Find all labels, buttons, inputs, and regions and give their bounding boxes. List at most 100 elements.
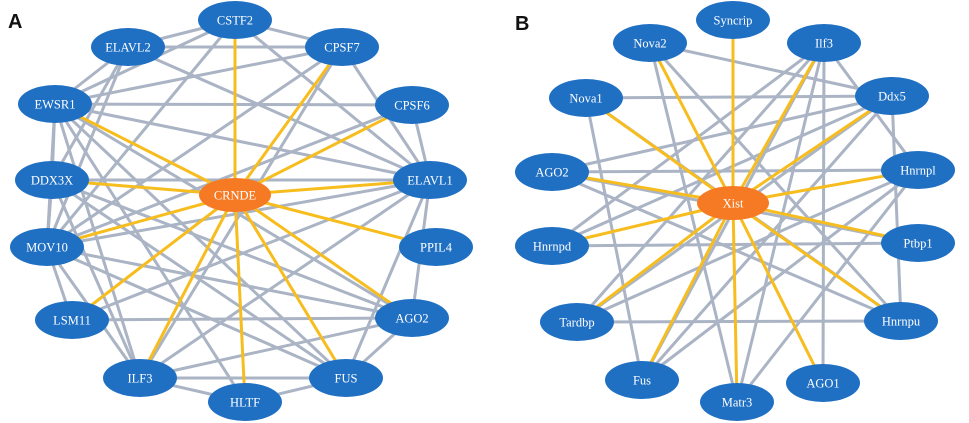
edge-ewsr1-ilf3 [53,103,142,379]
edge-ago2-hnrnpu [551,170,902,323]
node-label: Hnrnpd [533,240,572,254]
edge-elavl1-lsm11 [71,178,431,322]
hub-edge-ddx5 [732,94,893,205]
hub-shape [697,186,769,220]
edge-ewsr1-elavl1 [54,102,431,182]
hub-label: Xist [723,197,744,211]
node-shape [399,228,473,266]
hub-edge-fus [640,202,735,381]
hub-edge-nova1 [585,96,734,205]
node-elavl2: ELAVL2 [91,28,165,66]
node-fus: FUS [309,359,383,397]
node-label: HLTF [230,396,260,410]
node-shape [35,301,109,339]
panel-letter: B [515,13,529,35]
edge-ddx3x-fus [51,178,347,380]
node-shape [613,24,687,62]
edge-ilf3-tardbp [575,42,826,323]
node-label: Ptbp1 [903,237,932,251]
node-label: Matr3 [722,396,753,410]
edge-ddx5-ago2 [551,94,893,174]
hub-edge-ago1 [731,202,825,384]
edge-hnrnpl-matr3 [735,169,920,403]
hub-shape [199,178,271,212]
node-ewsr1: EWSR1 [18,85,92,123]
node-label: CSTF2 [217,14,253,28]
node-cstf2: CSTF2 [198,1,272,39]
panel-b-network: B SyncripIlf3Ddx5HnrnplPtbp1HnrnpuAGO1Ma… [515,1,955,421]
node-label: MOV10 [26,241,68,255]
edge-elavl1-fus [344,179,432,379]
edge-nova2-hnrnpu [648,41,903,323]
edge-ilf3-hnrnpd [551,41,825,248]
node-label: AGO2 [535,166,568,180]
edge-ddx5-nova1 [585,94,893,100]
edge-hnrnpl-fus [641,168,919,382]
node-syncrip: Syncrip [696,1,770,39]
node-ddx5: Ddx5 [855,77,929,115]
hub-edge-ago2 [234,193,413,320]
hub-edge-nova2 [648,42,735,204]
node-shape [10,228,84,266]
node-cpsf6: CPSF6 [375,86,449,124]
hub-edge-ilf3 [138,194,237,379]
edge-mov10-fus [46,245,347,380]
node-hnrnpd: Hnrnpd [515,227,589,265]
node-matr3: Matr3 [700,383,774,421]
edge-cpsf7-mov10 [46,45,343,249]
node-shape [787,24,861,62]
hub-label: CRNDE [214,189,257,203]
node-shape [198,1,272,39]
node-label: AGO1 [806,377,839,391]
node-hltf: HLTF [208,383,282,421]
node-label: Hnrnpu [882,315,921,329]
node-shape [855,77,929,115]
hub-node: Xist [697,186,769,220]
node-label: Fus [633,374,651,388]
node-label: CPSF7 [324,41,359,55]
edge-ddx5-hnrnpu [890,95,903,322]
edge-ddx3x-ilf3 [50,179,142,379]
node-label: Hnrnpl [900,164,936,178]
edge-mov10-elavl1 [46,178,431,249]
node-ilf3: ILF3 [103,359,177,397]
node-shape [881,224,955,262]
node-shape [375,86,449,124]
node-shape [605,361,679,399]
node-shape [700,383,774,421]
edge-nova2-matr3 [648,42,739,403]
node-shape [103,359,177,397]
node-ddx3x: DDX3X [15,161,89,199]
edge-ewsr1-fus [53,102,348,380]
node-ago1: AGO1 [786,364,860,402]
hub-edge-lsm11 [71,193,236,322]
hub-edge-tardbp [576,201,734,324]
node-label: ELAVL2 [105,41,151,55]
edge-elavl2-elavl1 [127,45,431,182]
node-elavl1: ELAVL1 [393,161,467,199]
hub-edge-ppil4 [234,193,437,249]
edge-nova1-fus [584,97,644,381]
node-ago2: AGO2 [375,299,449,337]
node-label: Nova1 [569,92,602,106]
node-ilf3: Ilf3 [787,24,861,62]
node-shape [696,1,770,39]
node-shape [864,302,938,340]
node-label: Ddx5 [878,90,906,104]
hub-edge-matr3 [731,202,739,403]
hub-edge-ewsr1 [54,102,236,197]
node-label: Ilf3 [815,37,833,51]
node-label: AGO2 [395,312,428,326]
node-shape [375,299,449,337]
node-lsm11: LSM11 [35,301,109,339]
node-ago2: AGO2 [515,153,589,191]
hub-edge-hltf [233,194,247,403]
node-label: DDX3X [31,174,73,188]
node-label: CPSF6 [394,99,429,113]
edge-ilf3-ago2 [139,316,413,380]
node-shape [515,153,589,191]
node-shape [309,359,383,397]
edge-elavl2-mov10 [45,46,130,248]
node-tardbp: Tardbp [540,303,614,341]
